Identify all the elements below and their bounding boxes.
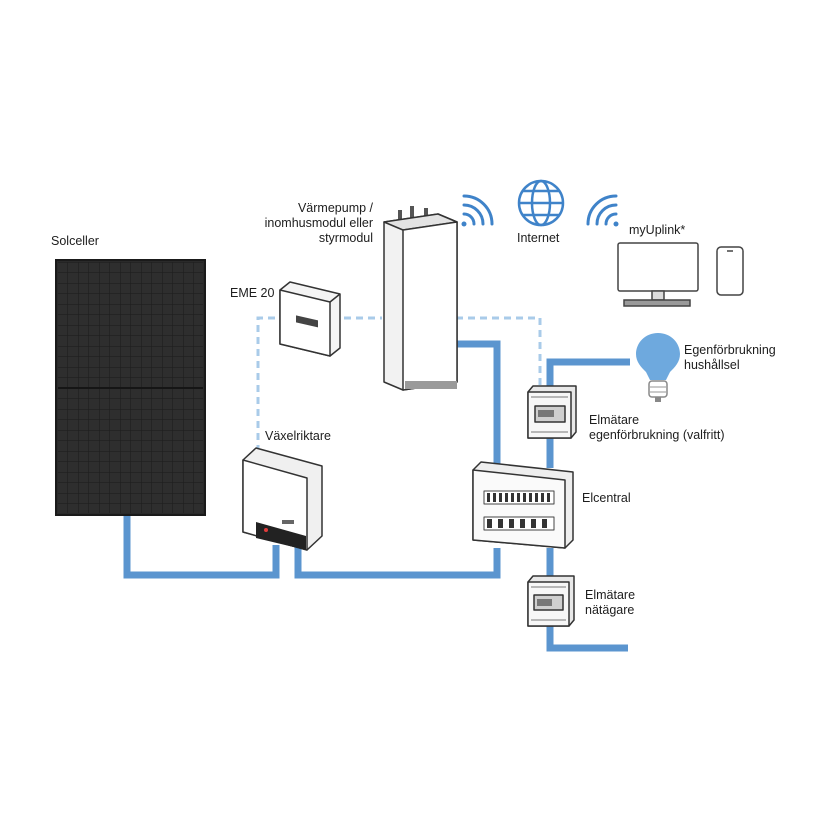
label-meter-self: Elmätare egenförbrukning (valfritt) (589, 413, 725, 442)
heat-pump (383, 206, 458, 391)
label-solar: Solceller (51, 234, 99, 248)
electricity-meter-grid (527, 575, 575, 627)
label-internet: Internet (517, 231, 560, 245)
label-heatpump: Värmepump / inomhusmodul eller styrmodul (264, 201, 373, 245)
wifi-icon (461, 194, 494, 227)
phone-icon (716, 246, 744, 296)
label-myuplink: myUplink* (629, 223, 686, 237)
label-household: Egenförbrukning hushållsel (684, 343, 776, 372)
fuse-board (472, 461, 574, 549)
line-inverter-panel (294, 545, 501, 579)
dash-heatpump-meter (456, 316, 542, 388)
label-eme: EME 20 (230, 286, 275, 300)
line-meter-grid-out (546, 625, 628, 652)
electricity-meter-self (527, 385, 577, 439)
globe-icon (517, 179, 565, 227)
label-inverter: Växelriktare (265, 429, 331, 443)
monitor-icon (617, 242, 699, 307)
line-solar-inverter (123, 512, 280, 579)
power-lines (123, 340, 630, 652)
dash-inverter-eme (256, 316, 282, 452)
label-meter-grid: Elmätare nätägare (585, 588, 636, 617)
line-heatpump-panel (456, 340, 501, 468)
data-lines (256, 316, 542, 452)
line-meter-self-bulb (546, 358, 630, 386)
wifi-icon-myuplink (586, 194, 619, 227)
light-bulb-icon (636, 333, 680, 402)
solar-panel (55, 259, 206, 516)
eme-module (279, 281, 341, 357)
inverter (242, 447, 323, 551)
label-panel: Elcentral (582, 491, 631, 505)
